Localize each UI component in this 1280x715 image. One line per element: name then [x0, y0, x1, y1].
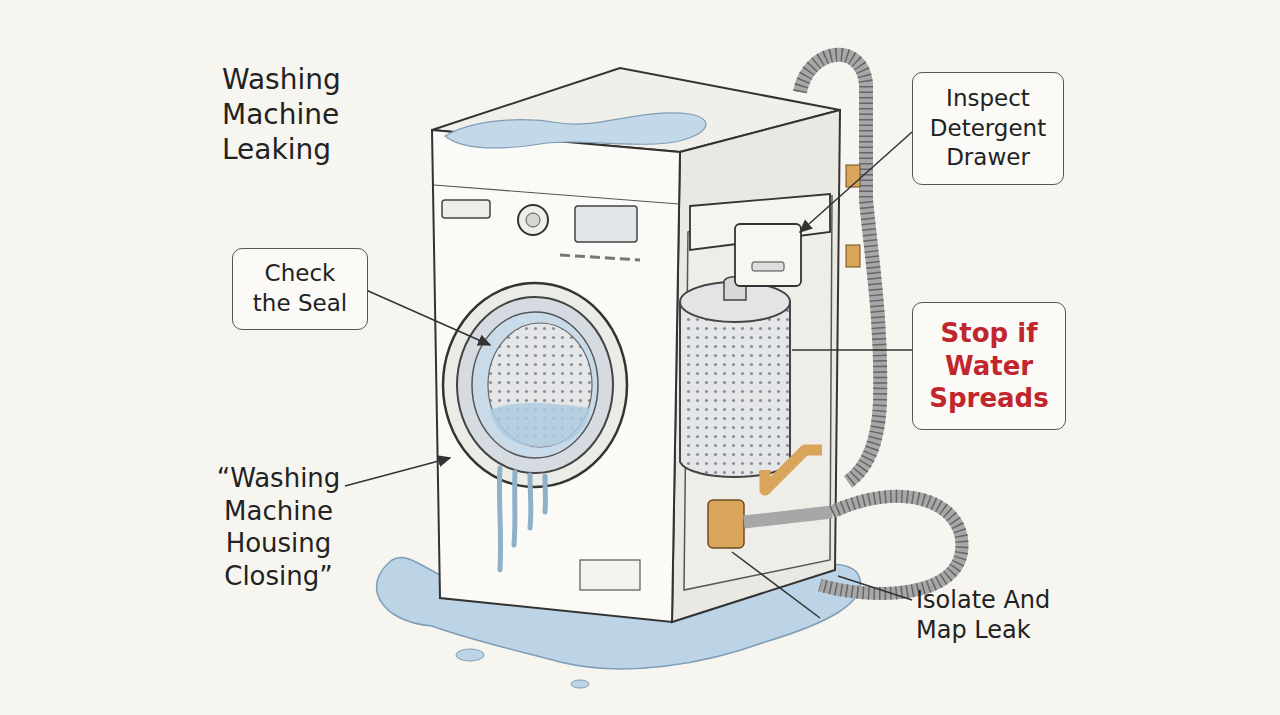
callout-text: Stop if Water Spreads: [925, 317, 1053, 415]
drawer-handle: [442, 200, 490, 218]
door-drips: [499, 468, 545, 570]
floor-hose-ribs: [820, 496, 962, 593]
kick-panel: [580, 560, 640, 590]
display: [575, 206, 637, 242]
callout-label: “Washing Machine Housing Closing”: [196, 462, 361, 592]
drain-pipe: [744, 512, 832, 522]
control-knob: [518, 205, 548, 235]
leader-line: [800, 132, 912, 232]
drum-water: [490, 403, 590, 447]
top-water: [445, 113, 706, 148]
door-ring: [457, 297, 613, 473]
drawer-front: [735, 224, 801, 286]
warning-callout-box: Stop if Water Spreads: [912, 302, 1066, 430]
machine-front: [432, 130, 680, 622]
leader-line: [366, 290, 490, 345]
button-row: [560, 255, 640, 260]
callout-box: Inspect Detergent Drawer: [912, 72, 1064, 185]
drawer-grip: [752, 262, 784, 271]
leader-line: [792, 349, 912, 351]
door-outer: [443, 283, 627, 487]
floor-hose: [820, 496, 962, 593]
puddle-drop: [571, 680, 589, 688]
drum-front: [488, 323, 592, 447]
machine-side: [672, 110, 840, 622]
orange-pipe: [765, 450, 822, 490]
drum-body: [680, 302, 790, 477]
door-glass: [472, 312, 598, 458]
control-knob-center: [526, 213, 540, 227]
pump: [708, 500, 744, 548]
callout-text: Check the Seal: [245, 259, 355, 319]
diagram-title: Washing Machine Leaking: [222, 62, 387, 167]
leader-line: [345, 458, 450, 486]
callout-box: Check the Seal: [232, 248, 368, 330]
callout-label: Isolate And Map Leak: [916, 585, 1091, 645]
leader-line: [732, 552, 820, 618]
callout-text: Inspect Detergent Drawer: [925, 84, 1051, 174]
leader-line: [838, 576, 912, 600]
puddle-drop: [456, 649, 484, 661]
valve: [846, 245, 860, 267]
